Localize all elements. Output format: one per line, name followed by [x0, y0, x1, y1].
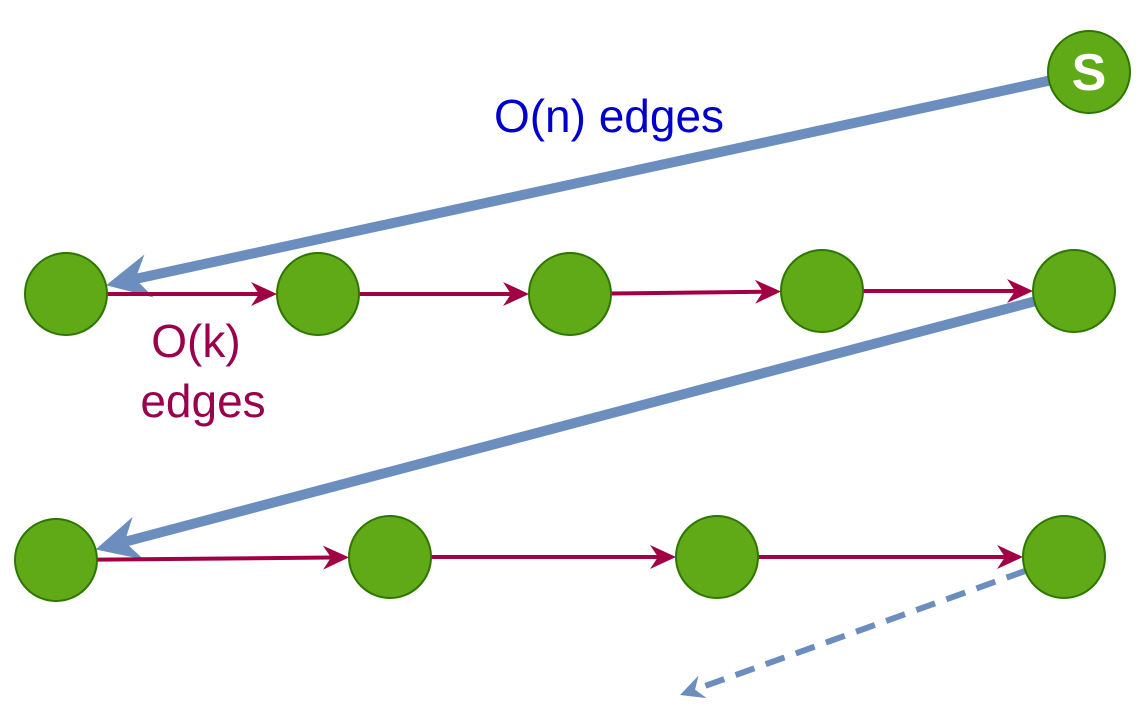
source-node-label: S: [1072, 44, 1107, 102]
node-circle: [780, 249, 864, 333]
graph-node: [348, 515, 432, 599]
node-circle: [14, 518, 98, 602]
short-edge-arrowhead: [322, 545, 350, 570]
nodes-layer: S: [14, 30, 1131, 602]
short-edge: [610, 289, 764, 296]
short-edges-label-line1: O(k): [151, 315, 240, 367]
node-circle: [528, 252, 612, 336]
graph-node: [1022, 515, 1106, 599]
short-edge-arrowhead: [754, 279, 782, 304]
long-edge: [134, 75, 1050, 284]
graph-node: [1032, 249, 1116, 333]
graph-node: [780, 249, 864, 333]
short-edges-label-line2: edges: [140, 375, 265, 427]
long-edge-arrowhead: [106, 254, 154, 298]
continuation-edge: [694, 568, 1027, 693]
node-circle: [1022, 515, 1106, 599]
short-edge-arrowhead: [1007, 279, 1033, 303]
graph-node: [675, 515, 759, 599]
node-circle: [276, 252, 360, 336]
source-node: S: [1047, 30, 1131, 114]
graph-node: [276, 252, 360, 336]
graph-node: [528, 252, 612, 336]
node-circle: [1032, 249, 1116, 333]
node-circle: [1047, 30, 1131, 114]
graph-node: [14, 518, 98, 602]
continuation-edge-arrowhead: [680, 675, 707, 699]
node-circle: [348, 515, 432, 599]
short-edge-arrowhead: [997, 545, 1023, 569]
graph-node: [24, 252, 108, 336]
short-edge: [96, 555, 332, 562]
short-edge-arrowhead: [251, 282, 277, 306]
short-edge-arrowhead: [503, 282, 529, 306]
edges-layer: [95, 75, 1050, 699]
long-edges-label: O(n) edges: [494, 90, 724, 142]
labels-layer: O(n) edges O(k) edges: [140, 90, 724, 427]
short-edge-arrowhead: [650, 545, 676, 569]
long-edge-arrowhead: [95, 517, 144, 560]
long-edge: [123, 296, 1036, 547]
node-circle: [24, 252, 108, 336]
node-circle: [675, 515, 759, 599]
